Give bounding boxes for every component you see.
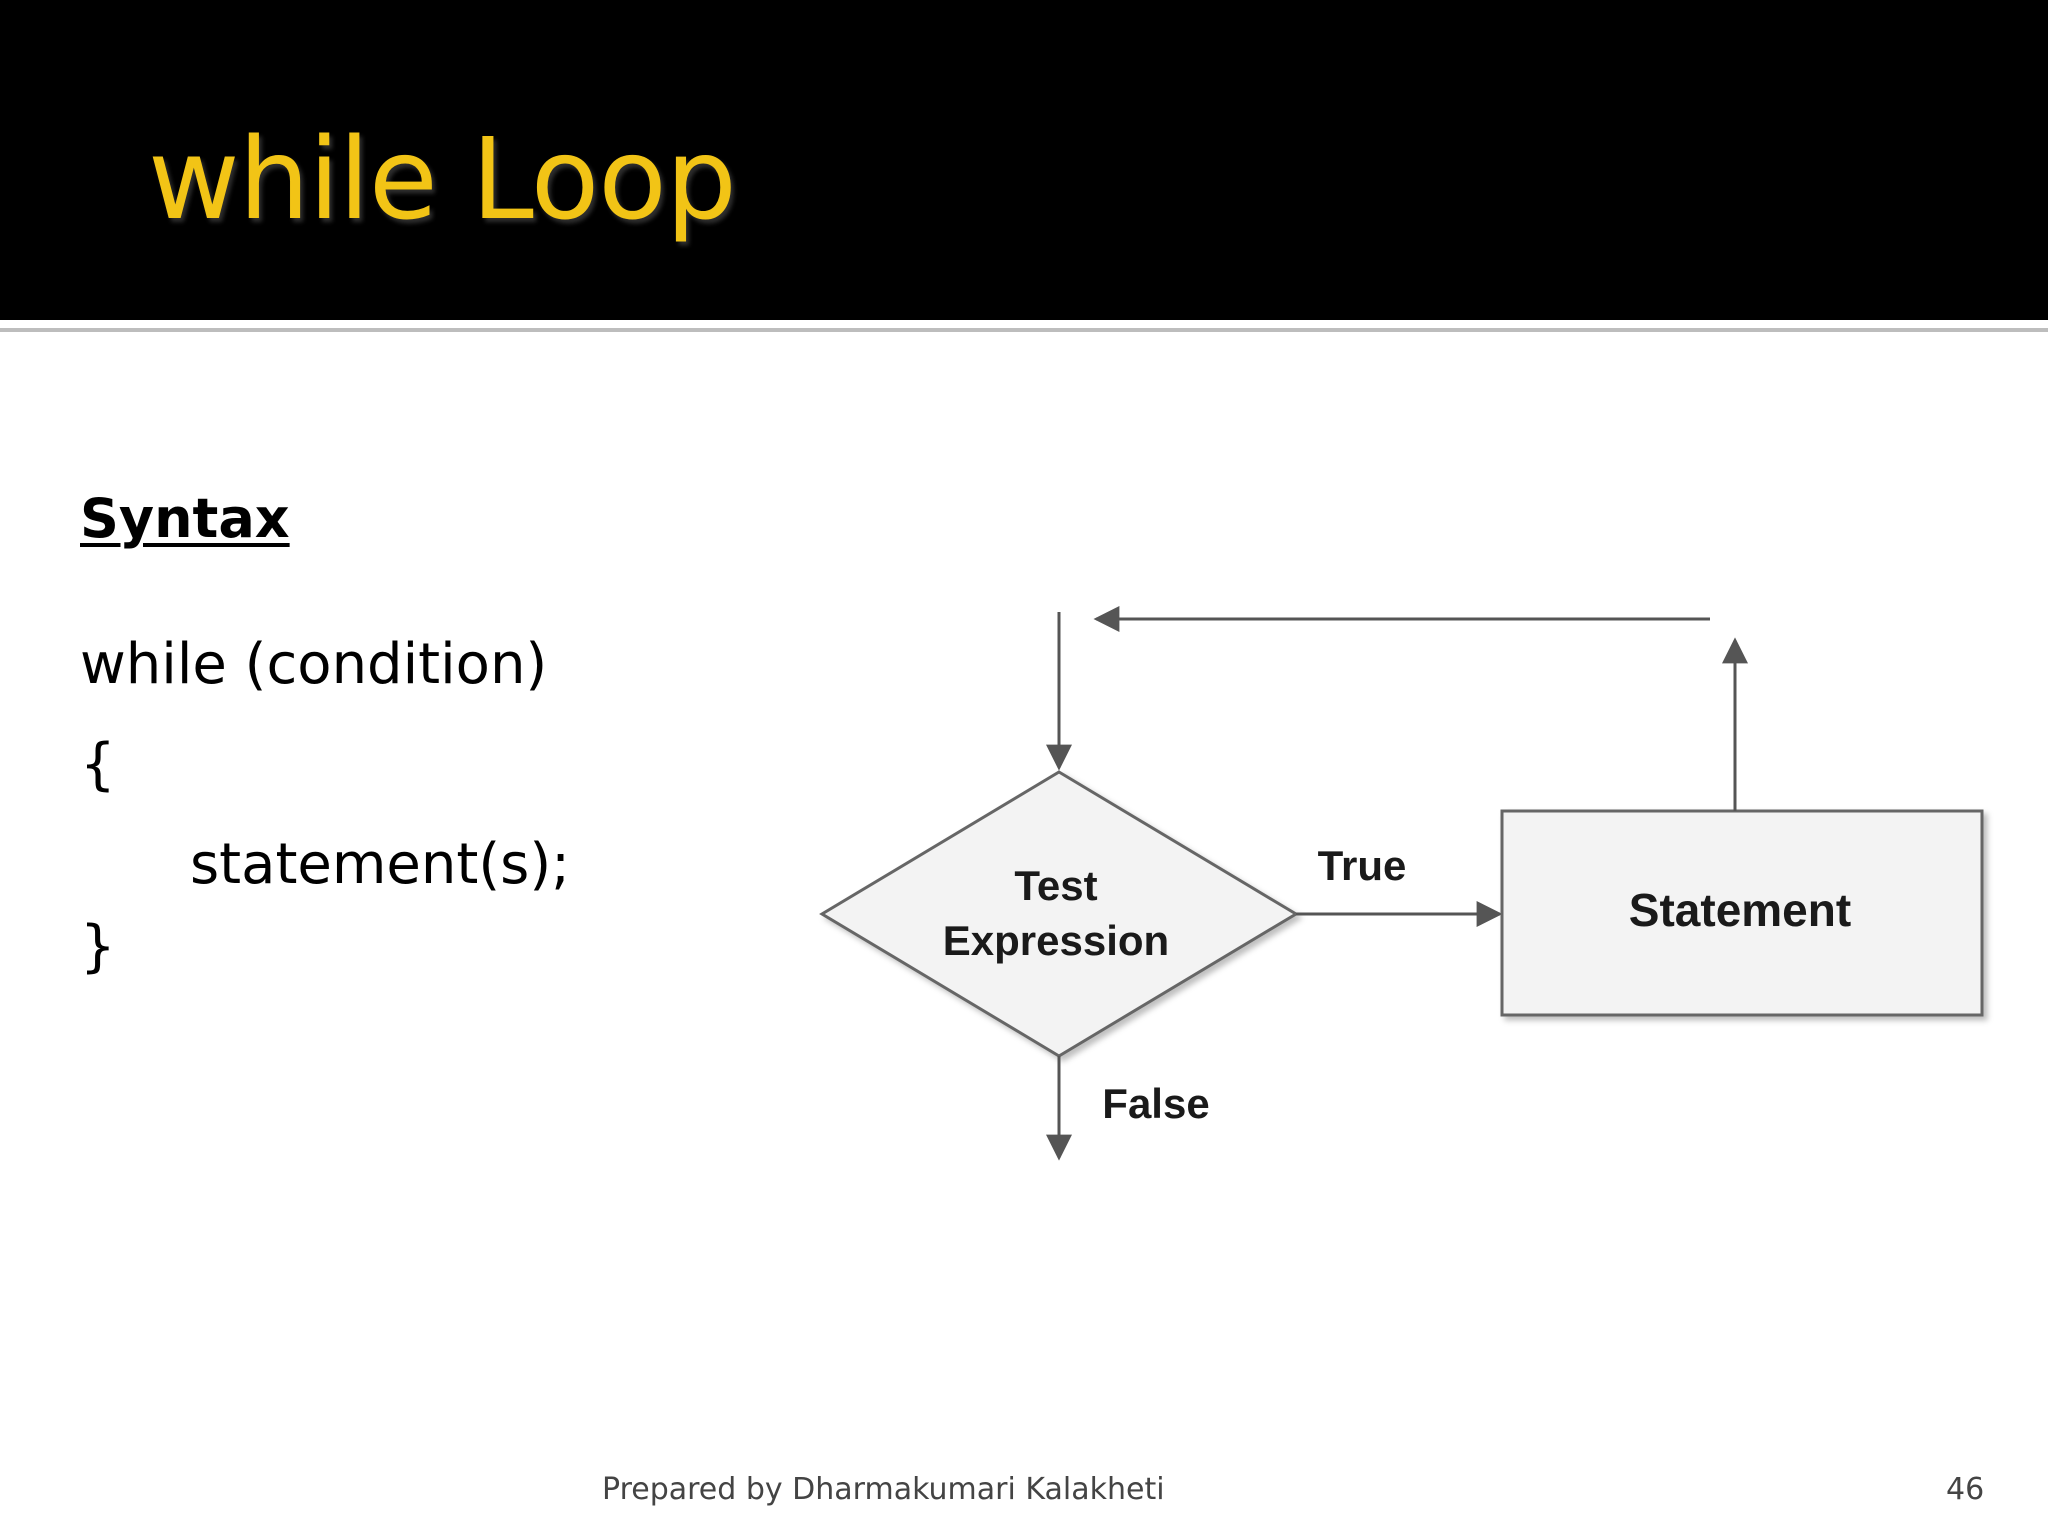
decision-label-line1: Test bbox=[1014, 862, 1097, 909]
decision-label-line2: Expression bbox=[943, 917, 1169, 964]
statement-box bbox=[1500, 809, 1984, 1017]
title-divider bbox=[0, 328, 2048, 332]
true-label: True bbox=[1318, 842, 1407, 889]
code-line-while: while (condition) bbox=[80, 632, 548, 697]
slide-title: while Loop bbox=[148, 115, 737, 245]
code-line-close-brace: } bbox=[80, 914, 116, 979]
code-line-open-brace: { bbox=[80, 732, 116, 797]
page-number: 46 bbox=[1946, 1472, 1985, 1507]
syntax-heading: Syntax bbox=[80, 487, 290, 550]
title-bar bbox=[0, 0, 2048, 320]
statement-label: Statement bbox=[1629, 884, 1851, 936]
code-line-statement: statement(s); bbox=[190, 832, 571, 897]
false-label: False bbox=[1102, 1080, 1209, 1127]
decision-diamond bbox=[819, 770, 1299, 1058]
while-loop-flowchart: Test Expression True Statement False bbox=[819, 606, 1984, 1161]
footer-credit: Prepared by Dharmakumari Kalakheti bbox=[602, 1472, 1165, 1507]
